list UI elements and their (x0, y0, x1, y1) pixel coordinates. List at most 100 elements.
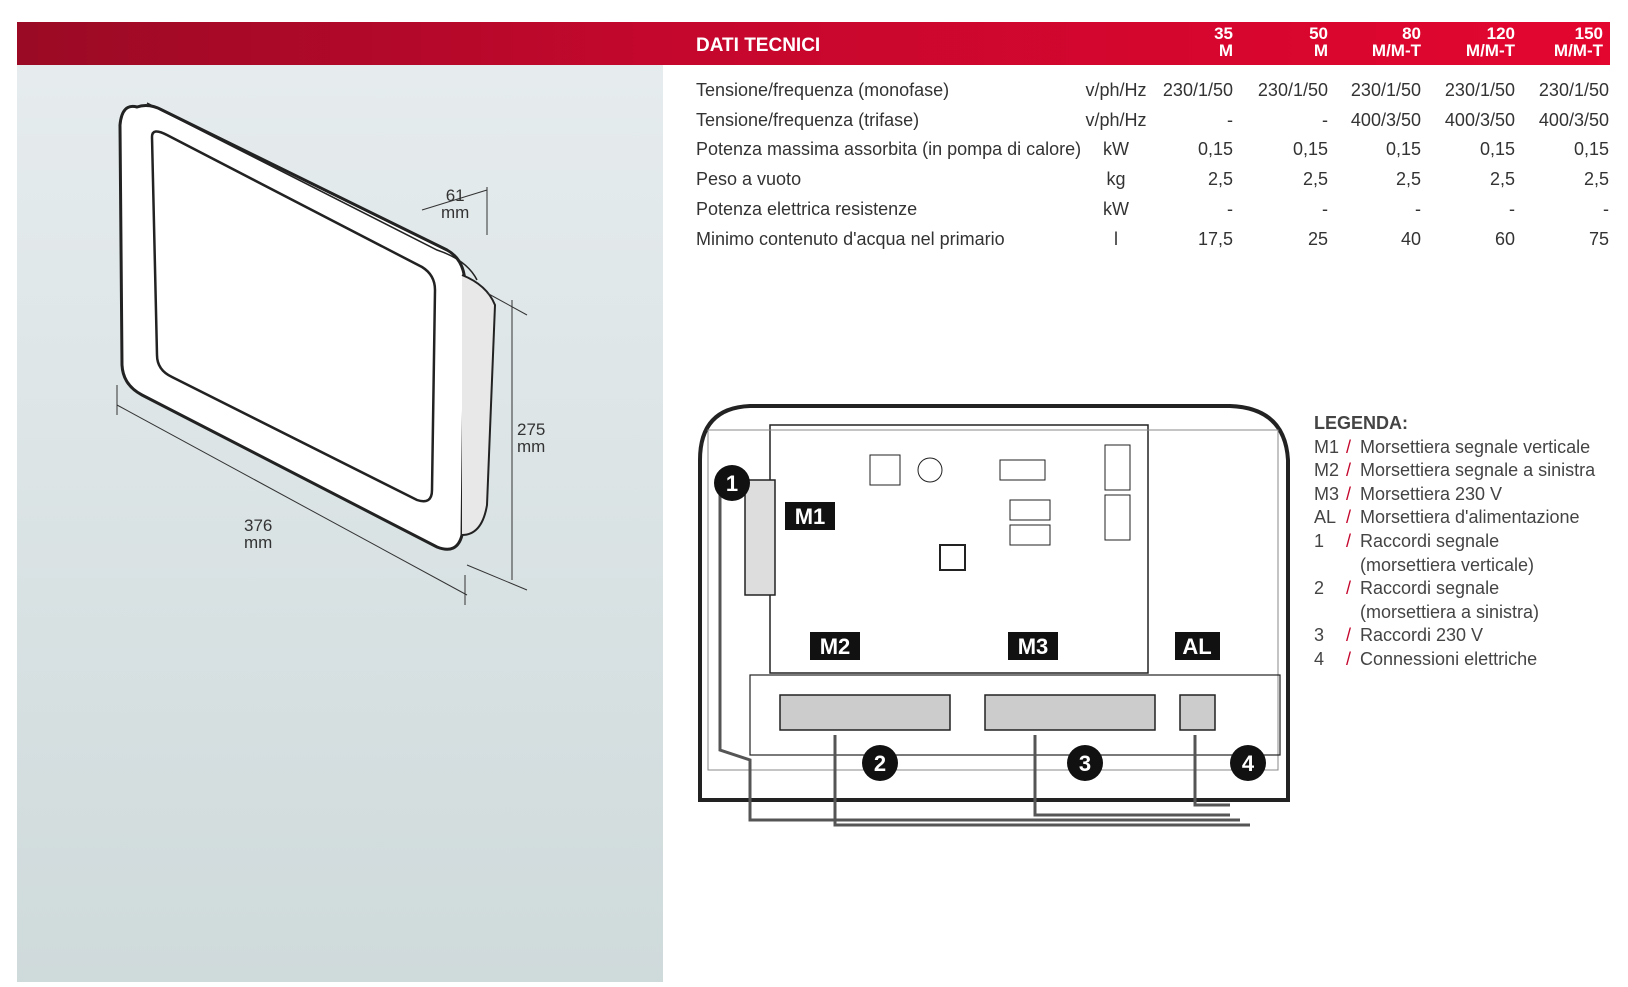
legend-text: Raccordi 230 V (1360, 625, 1484, 646)
row-value: 2,5 (1302, 169, 1328, 189)
legend: LEGENDA: M1 / Morsettiera segnale vertical… (1314, 412, 1620, 672)
table-row: Tensione/frequenza (monofase) v/ph/Hz 230/… (696, 80, 1610, 104)
legend-key: 2 (1314, 578, 1325, 599)
legend-text-2: (morsettiera a sinistra) (1360, 601, 1540, 622)
row-value: 0,15 (1573, 139, 1609, 159)
separator: / (1346, 648, 1352, 669)
dim-value: 275 (517, 420, 546, 439)
legend-item: 4 / Connessioni elettriche (1314, 648, 1620, 672)
row-value: 0,15 (1292, 139, 1328, 159)
dim-value: 61 (445, 186, 465, 205)
legend-key: M2 (1314, 460, 1340, 481)
legend-key: 1 (1314, 530, 1325, 551)
row-value: 2,5 (1489, 169, 1515, 189)
legend-text: Morsettiera segnale verticale (1360, 436, 1591, 457)
row-unit: v/ph/Hz (1085, 80, 1147, 100)
legend-text: Morsettiera 230 V (1360, 483, 1503, 504)
separator: / (1346, 507, 1352, 528)
legend-item: AL/Morsettiera d'alimentazione (1314, 506, 1620, 530)
legend-item: M3/Morsettiera 230 V (1314, 483, 1620, 507)
legend-item: M1 / Morsettiera segnale verticale (1314, 436, 1620, 460)
row-value: 400/3/50 (1350, 110, 1421, 130)
wiring-diagram: M1 M2 M3 AL 1 2 3 4 (698, 404, 1290, 827)
row-label: Potenza massima assorbita (in pompa di c… (696, 139, 1082, 159)
row-unit: kW (1103, 139, 1129, 159)
dim-unit: mm (244, 533, 273, 552)
label-m1: M1 (795, 504, 826, 529)
label-m3: M3 (1018, 634, 1049, 659)
row-value: - (1509, 199, 1515, 219)
marker-1: 1 (726, 471, 738, 496)
row-value: - (1322, 199, 1328, 219)
row-value: 400/3/50 (1444, 110, 1515, 130)
separator: / (1346, 436, 1352, 457)
separator: / (1346, 530, 1352, 551)
row-value: 0,15 (1479, 139, 1515, 159)
row-value: 230/1/50 (1350, 80, 1421, 100)
row-value: 0,15 (1197, 139, 1233, 159)
row-value: - (1603, 199, 1609, 219)
dim-value: 376 (244, 516, 273, 535)
marker-3: 3 (1079, 751, 1091, 776)
legend-key: 3 (1314, 625, 1325, 646)
legend-item: 1 / Raccordi segnale (morsettiera verticale… (1314, 530, 1620, 577)
marker-4: 4 (1242, 751, 1255, 776)
legend-title: LEGENDA: (1314, 413, 1408, 433)
label-al: AL (1182, 634, 1211, 659)
label-m2: M2 (820, 634, 851, 659)
row-value: 60 (1494, 229, 1515, 249)
row-unit: kW (1103, 199, 1129, 219)
separator: / (1346, 483, 1352, 504)
legend-item: M2 / Morsettiera segnale a sinistra (1314, 459, 1620, 483)
separator: / (1346, 460, 1352, 481)
table-row: Tensione/frequenza (trifase) v/ph/Hz - - 400… (696, 110, 1610, 134)
row-value: - (1322, 110, 1328, 130)
row-value: 25 (1307, 229, 1328, 249)
row-value: 400/3/50 (1538, 110, 1609, 130)
row-value: 230/1/50 (1162, 80, 1233, 100)
row-value: 230/1/50 (1444, 80, 1515, 100)
legend-text: Raccordi segnale (1360, 530, 1500, 551)
table-row: Potenza massima assorbita (in pompa di c… (696, 139, 1610, 163)
separator: / (1346, 625, 1352, 646)
row-label: Tensione/frequenza (monofase) (696, 80, 950, 100)
row-value: 2,5 (1583, 169, 1609, 189)
table-row: Minimo contenuto d'acqua nel primario l 17… (696, 229, 1610, 253)
row-value: 0,15 (1385, 139, 1421, 159)
row-value: 2,5 (1395, 169, 1421, 189)
legend-key: M1 (1314, 436, 1340, 457)
row-value: - (1227, 110, 1233, 130)
separator: / (1346, 578, 1352, 599)
row-label: Peso a vuoto (696, 169, 802, 189)
dim-unit: mm (517, 437, 546, 456)
row-value: - (1415, 199, 1421, 219)
device-drawing (116, 102, 528, 605)
legend-text: Morsettiera d'alimentazione (1360, 507, 1580, 528)
row-unit: kg (1106, 169, 1126, 189)
legend-text: Morsettiera segnale a sinistra (1360, 460, 1596, 481)
row-label: Tensione/frequenza (trifase) (696, 110, 920, 130)
row-value: 17,5 (1197, 229, 1233, 249)
legend-key: 4 (1314, 648, 1325, 669)
marker-2: 2 (874, 751, 886, 776)
legend-text-2: (morsettiera verticale) (1360, 554, 1535, 575)
legend-item: 3 / Raccordi 230 V (1314, 624, 1620, 648)
legend-text: Connessioni elettriche (1360, 648, 1538, 669)
row-label: Minimo contenuto d'acqua nel primario (696, 229, 1005, 249)
legend-item: 2/Raccordi segnale(morsettiera a sinistr… (1314, 577, 1620, 624)
row-unit: v/ph/Hz (1085, 110, 1147, 130)
row-unit: l (1114, 229, 1118, 249)
row-value: 75 (1588, 229, 1609, 249)
row-label: Potenza elettrica resistenze (696, 199, 918, 219)
row-value: 230/1/50 (1538, 80, 1609, 100)
